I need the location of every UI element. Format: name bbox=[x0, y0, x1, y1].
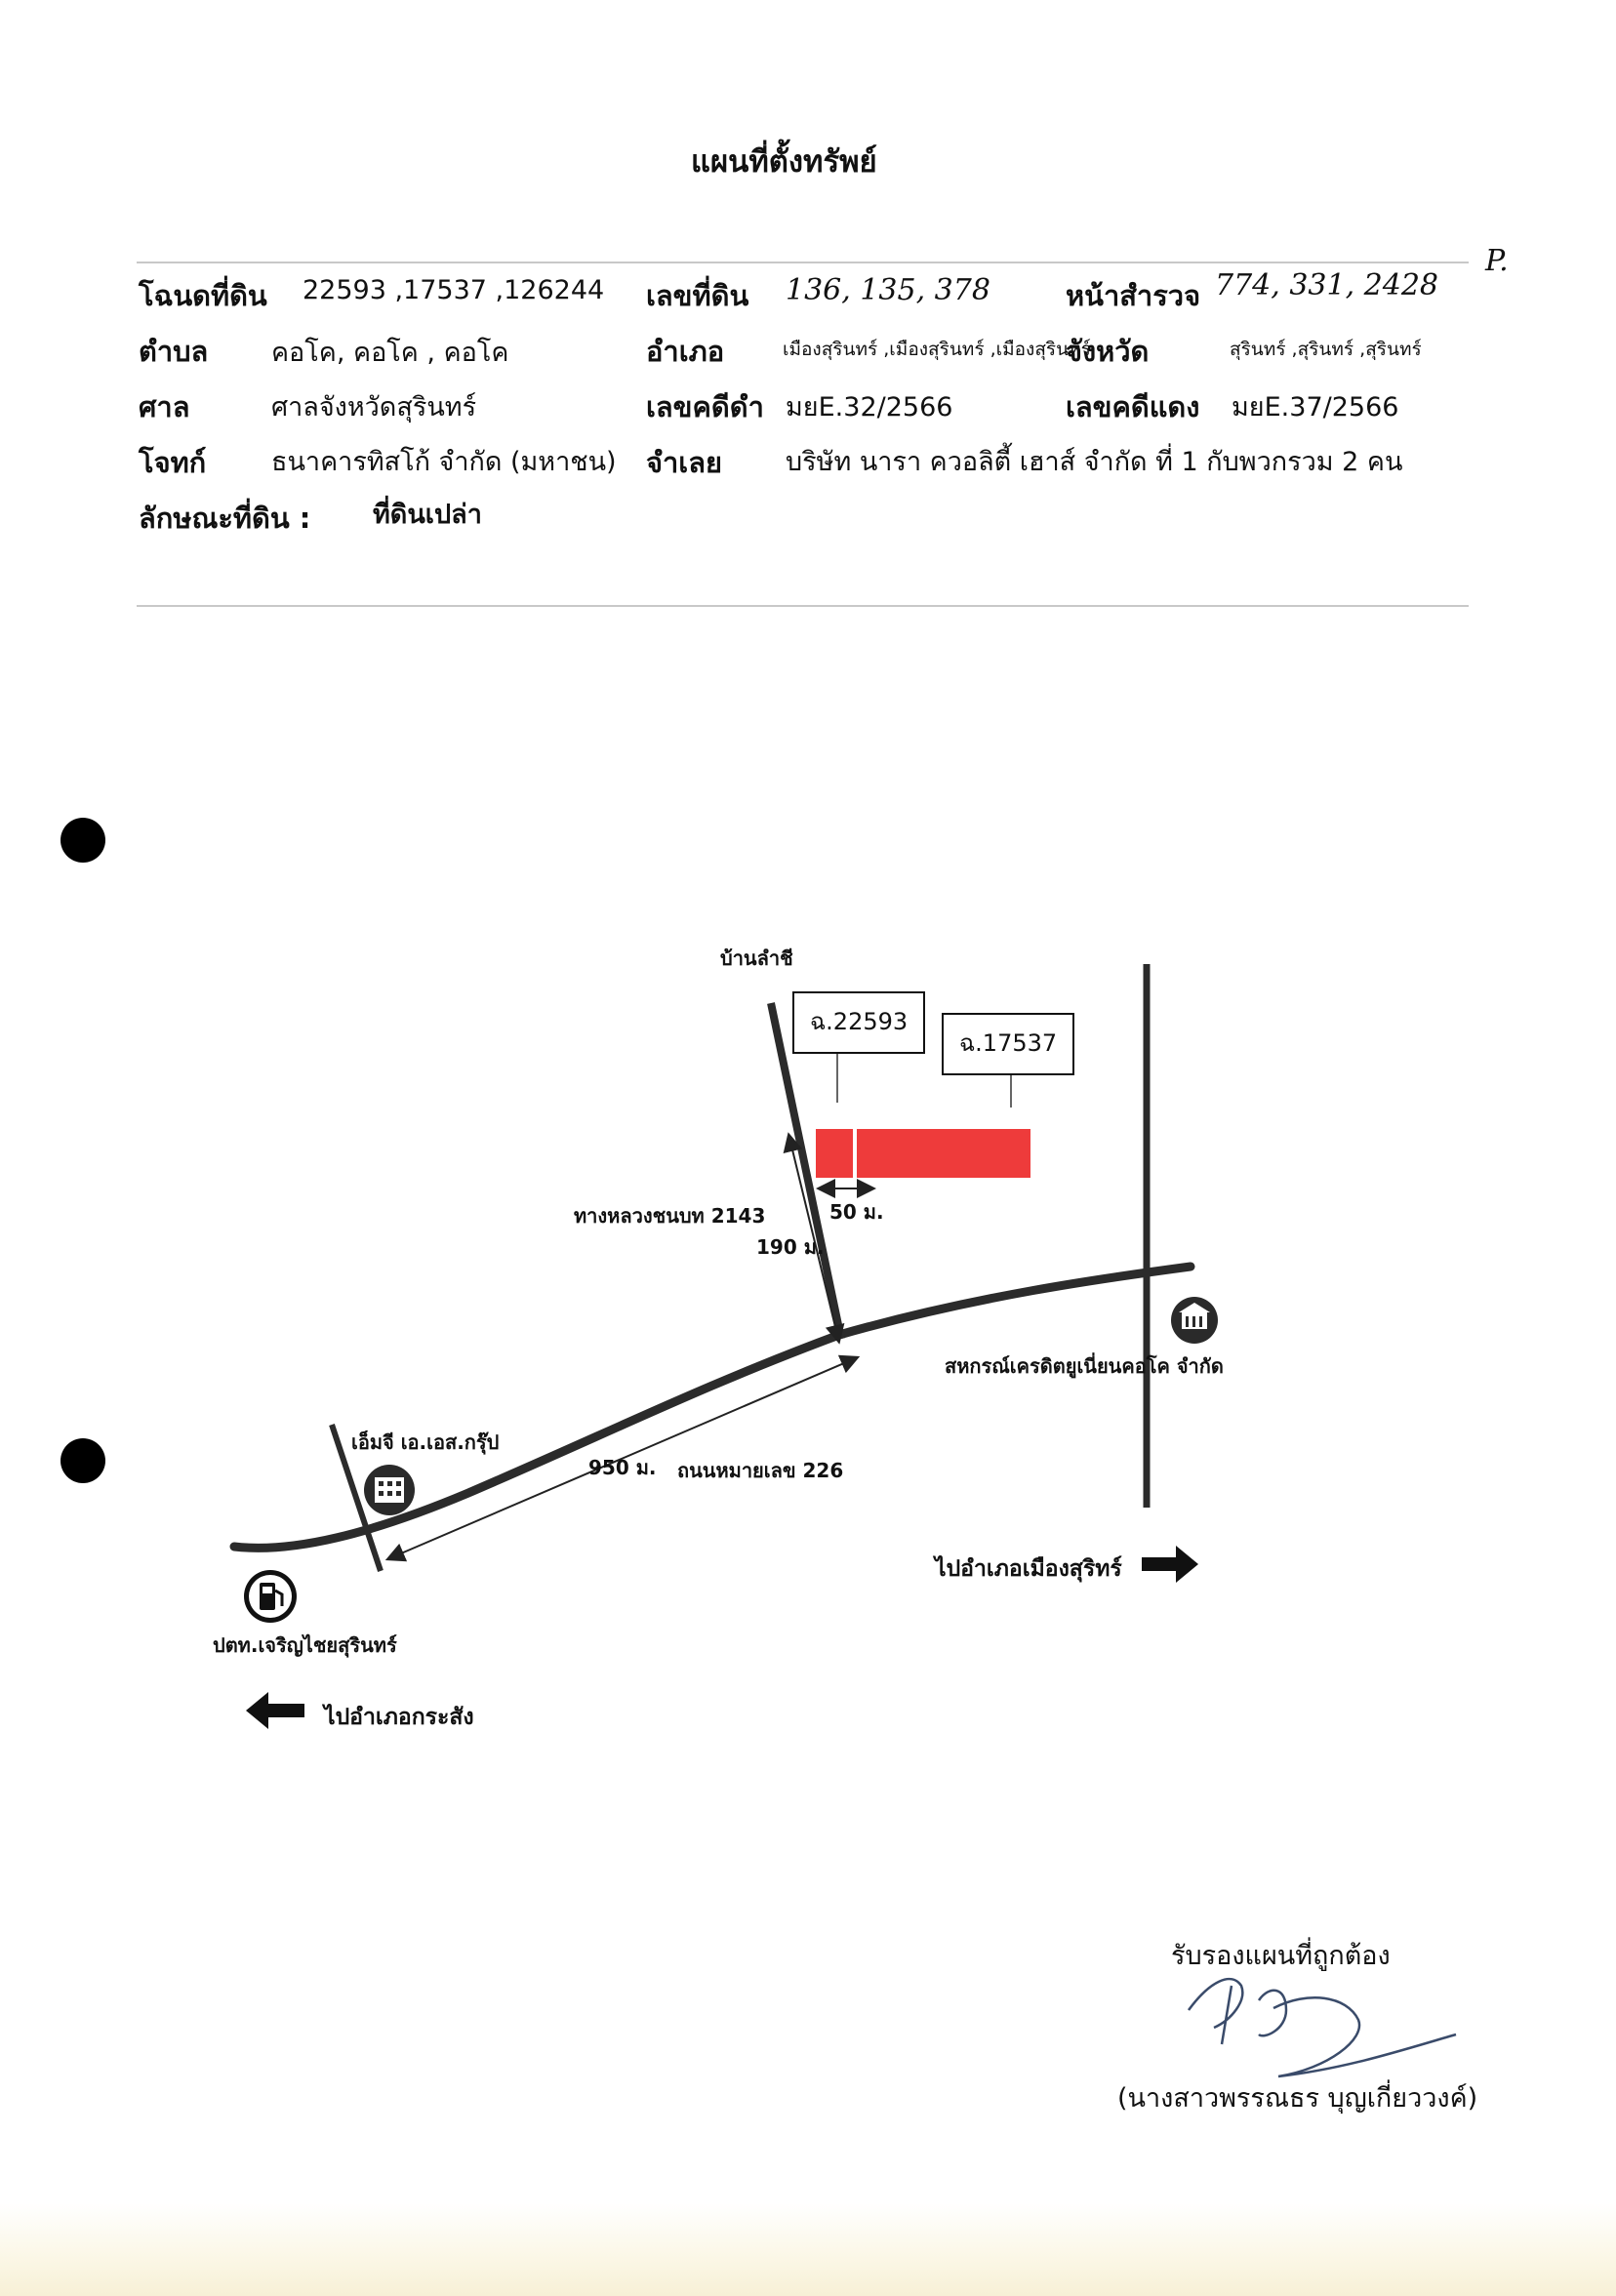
land-no-label: เลขที่ดิน bbox=[646, 279, 749, 312]
red-case-value: มยE.37/2566 bbox=[1232, 392, 1399, 423]
info-divider bbox=[137, 605, 1469, 607]
fuel-pump-icon bbox=[244, 1570, 297, 1623]
dim-950m bbox=[384, 1354, 861, 1562]
main-road-label: ถนนหมายเลข 226 bbox=[677, 1459, 844, 1482]
court-value: ศาลจังหวัดสุรินทร์ bbox=[271, 392, 477, 423]
land-type-value: ที่ดินเปล่า bbox=[373, 500, 482, 530]
gas-station-label: ปตท.เจริญไชยสุรินทร์ bbox=[213, 1633, 397, 1657]
dim-190m bbox=[783, 1132, 845, 1345]
plaintiff-label: โจทก์ bbox=[139, 446, 207, 479]
punch-hole-top bbox=[61, 818, 105, 863]
parcel-17537-box: ฉ.17537 bbox=[942, 1013, 1074, 1075]
certify-text: รับรองแผนที่ถูกต้อง bbox=[1171, 1941, 1391, 1971]
page-bottom-tint bbox=[0, 2203, 1616, 2296]
district-value: เมืองสุรินทร์ ,เมืองสุรินทร์ ,เมืองสุริน… bbox=[783, 339, 1091, 360]
office-building-icon bbox=[364, 1465, 415, 1515]
to-krasang-label: ไปอำเภอกระสัง bbox=[324, 1705, 474, 1730]
village-label: บ้านลำชี bbox=[720, 947, 793, 970]
plaintiff-value: ธนาคารทิสโก้ จำกัด (มหาชน) bbox=[271, 447, 617, 477]
margin-mark: P. bbox=[1485, 244, 1509, 278]
black-case-value: มยE.32/2566 bbox=[786, 392, 953, 423]
company-label: เอ็มจี เอ.เอส.กรุ๊ป bbox=[351, 1430, 500, 1454]
cooperative-label: สหกรณ์เครดิตยูเนี่ยนคอโค จำกัด bbox=[945, 1354, 1224, 1378]
parcel-22593-area bbox=[816, 1129, 853, 1178]
red-case-label: เลขคดีแดง bbox=[1066, 390, 1200, 423]
black-case-label: เลขคดีดำ bbox=[646, 390, 764, 423]
dist-190m-label: 190 ม. bbox=[756, 1235, 825, 1259]
land-no-value: 136, 135, 378 bbox=[786, 273, 990, 307]
parcel-22593-label: ฉ.22593 bbox=[809, 1008, 909, 1035]
survey-page-label: หน้าสำรวจ bbox=[1066, 279, 1201, 312]
parcel-22593-box: ฉ.22593 bbox=[792, 991, 925, 1054]
parcel-17537-area bbox=[857, 1129, 1030, 1178]
dist-50m-label: 50 ม. bbox=[829, 1200, 884, 1224]
defendant-value: บริษัท นารา ควอลิตี้ เฮาส์ จำกัด ที่ 1 ก… bbox=[786, 447, 1403, 477]
signature-mark bbox=[1187, 1977, 1457, 2078]
defendant-label: จำเลย bbox=[646, 446, 722, 479]
parcel-17537-label: ฉ.17537 bbox=[958, 1029, 1058, 1057]
building-icon bbox=[1171, 1297, 1218, 1344]
deed-value: 22593 ,17537 ,126244 bbox=[303, 275, 605, 305]
local-road-label: ทางหลวงชนบท 2143 bbox=[574, 1204, 766, 1228]
district-label: อำเภอ bbox=[646, 335, 725, 368]
dist-950m-label: 950 ม. bbox=[588, 1456, 657, 1479]
province-label: จังหวัด bbox=[1066, 335, 1150, 368]
deed-label: โฉนดที่ดิน bbox=[139, 279, 267, 312]
arrow-right-icon bbox=[1142, 1546, 1198, 1583]
cross-road-left bbox=[329, 1424, 384, 1572]
survey-page-value: 774, 331, 2428 bbox=[1215, 268, 1439, 302]
to-muang-label: ไปอำเภอเมืองสุริทร์ bbox=[935, 1556, 1122, 1582]
subdistrict-value: คอโค, คอโค , คอโค bbox=[271, 338, 509, 368]
header-divider bbox=[137, 262, 1469, 263]
land-type-label: ลักษณะที่ดิน : bbox=[139, 502, 311, 535]
subdistrict-label: ตำบล bbox=[139, 335, 209, 368]
arrow-left-icon bbox=[246, 1692, 304, 1729]
signer-name: (นางสาวพรรณธร บุญเกี่ยววงค์) bbox=[1117, 2083, 1478, 2114]
court-label: ศาล bbox=[139, 390, 190, 423]
page-title: แผนที่ตั้งทรัพย์ bbox=[691, 144, 877, 180]
punch-hole-bottom bbox=[61, 1438, 105, 1483]
province-value: สุรินทร์ ,สุรินทร์ ,สุรินทร์ bbox=[1230, 339, 1422, 360]
